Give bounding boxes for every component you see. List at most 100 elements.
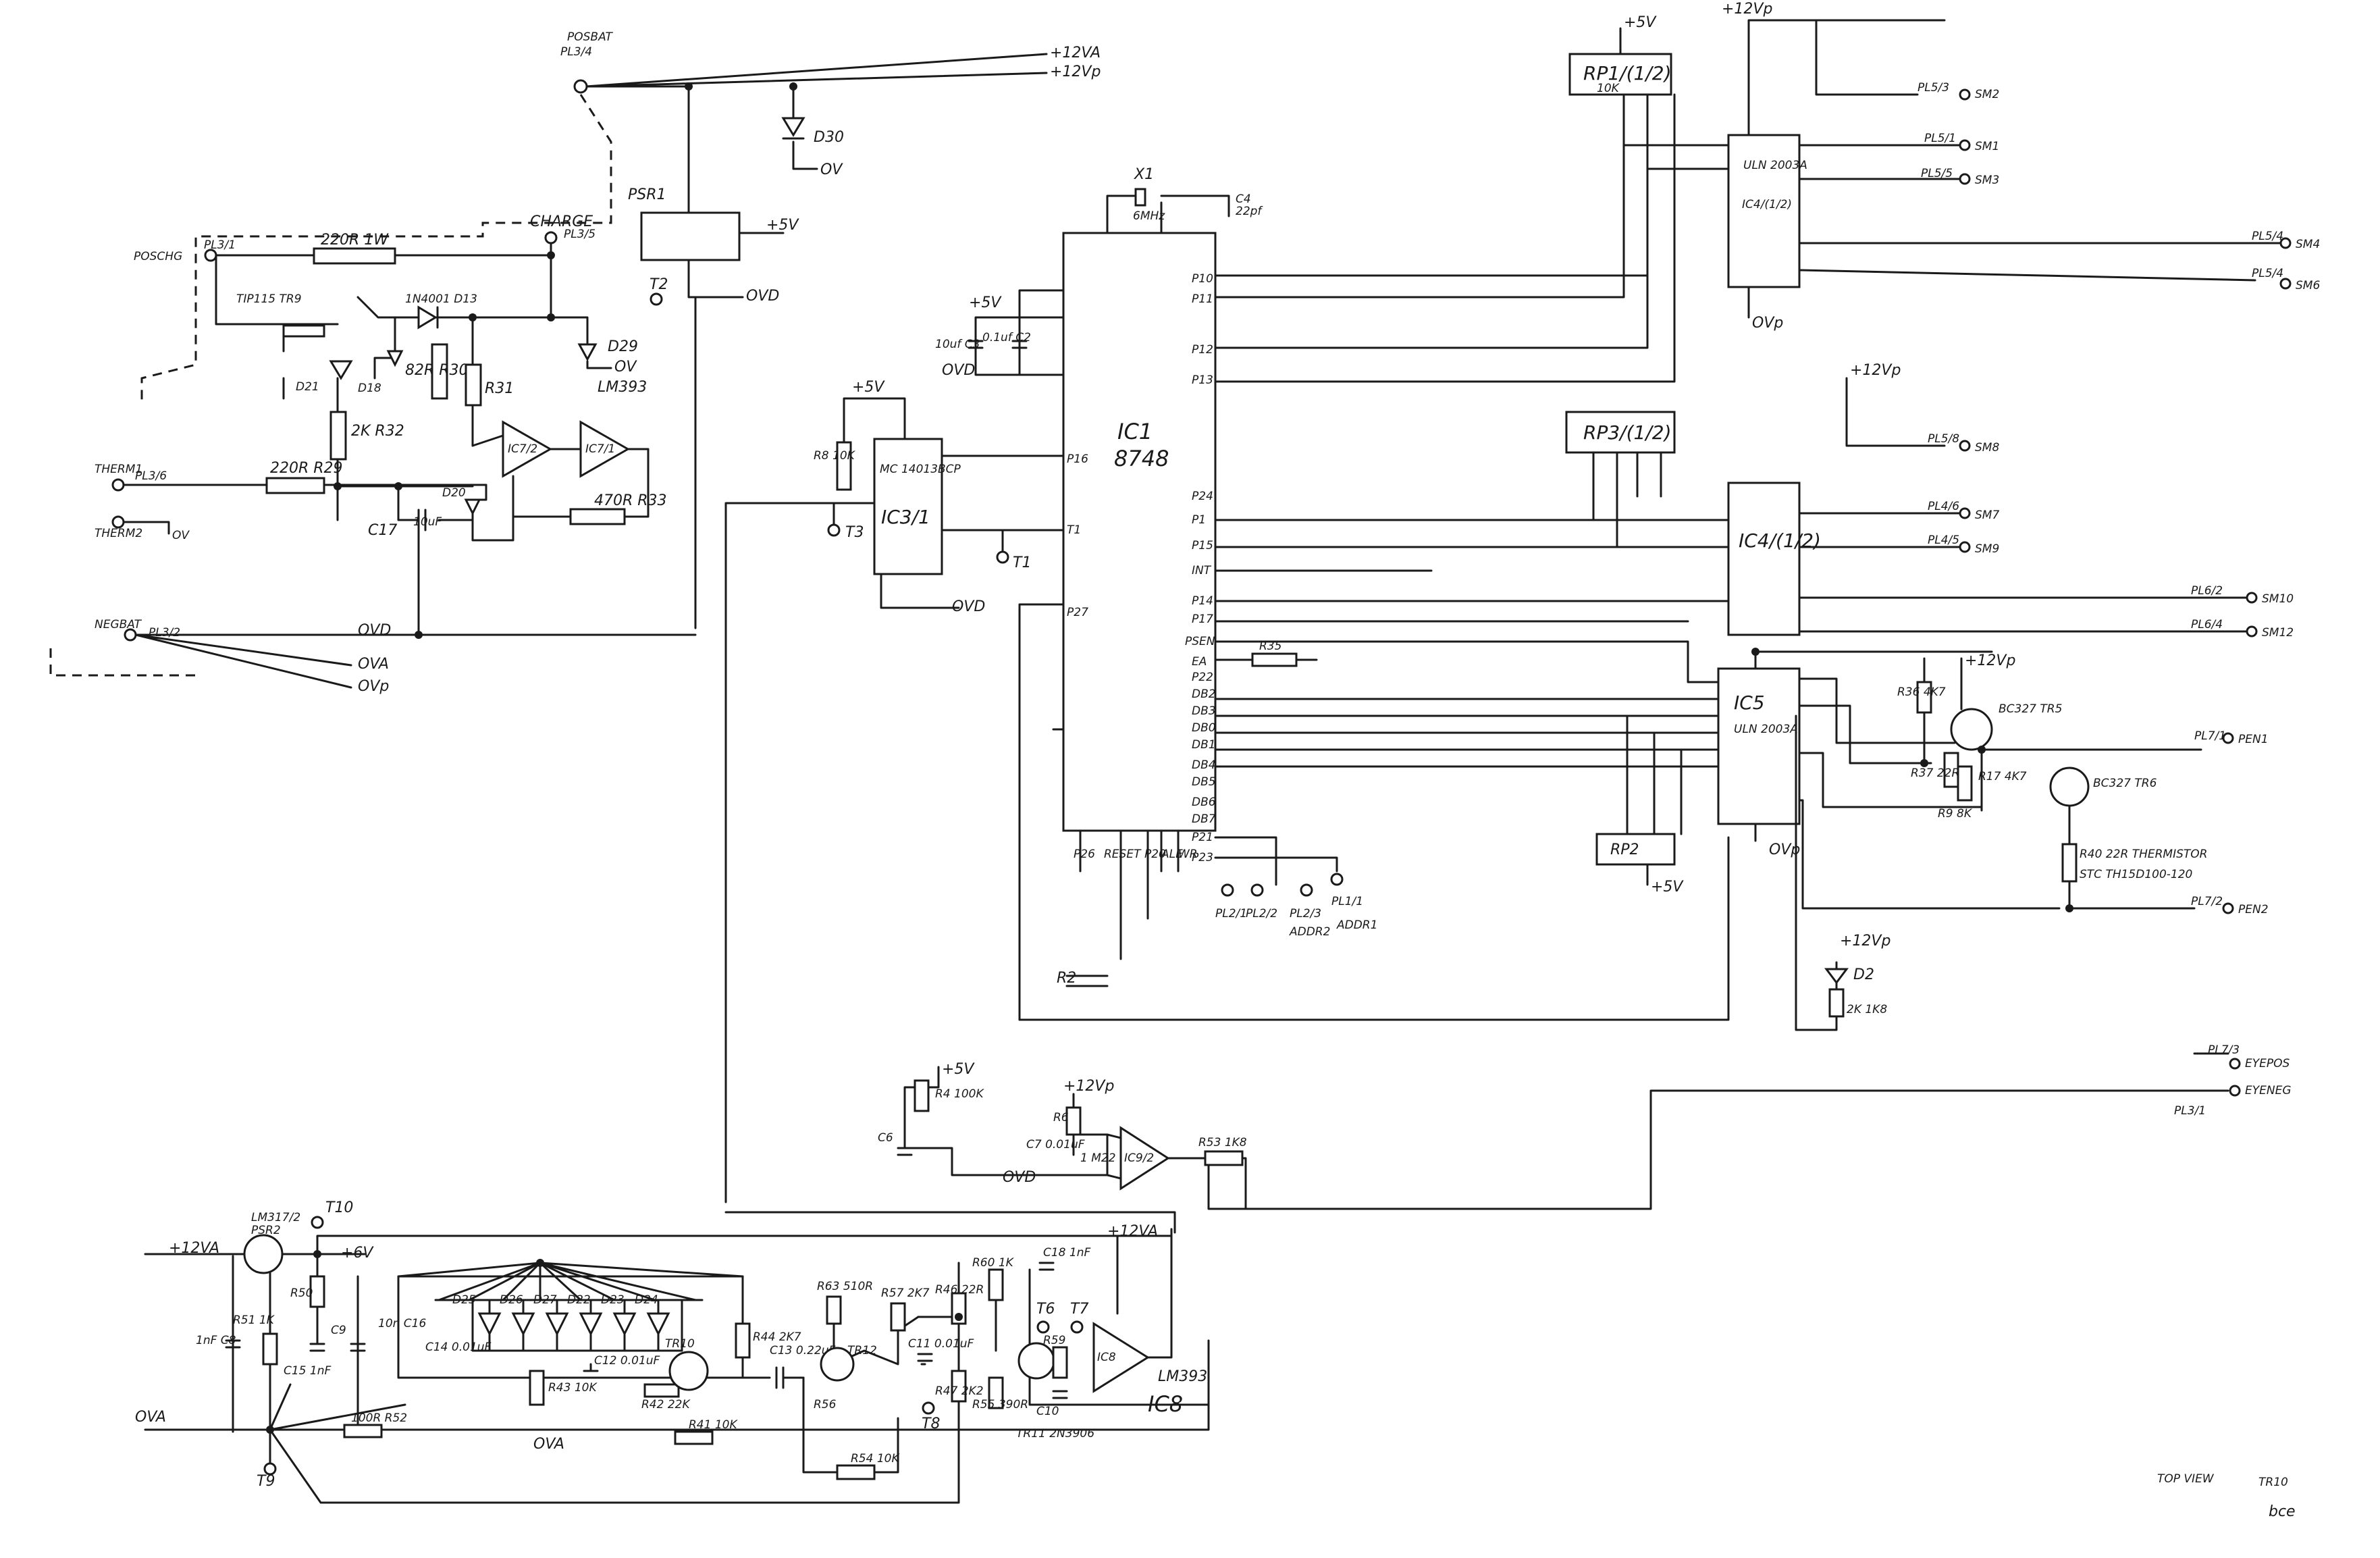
corner-notes: TOP VIEW TR10 bce	[2157, 1472, 2296, 1520]
r63-resistor	[826, 1295, 842, 1325]
c16-label: 10n C16	[378, 1317, 426, 1330]
eyepos-label: EYEPOS	[2245, 1057, 2290, 1070]
eyepos-terminal[interactable]	[2229, 1058, 2241, 1070]
d22-label: D22	[567, 1293, 591, 1307]
d20-diode	[464, 498, 481, 516]
tr6-transistor	[2049, 767, 2090, 807]
d29-ov-label: OV	[614, 359, 637, 375]
r4-label: R4 100K	[935, 1087, 984, 1101]
ic3-5v-label: +5V	[852, 379, 885, 396]
r41-label: R41 10K	[689, 1418, 738, 1432]
pl7-1-label: PL7/1	[2194, 729, 2226, 743]
posbat-label: POSBAT	[567, 30, 613, 44]
posbat-terminal[interactable]	[573, 79, 588, 94]
rp1-label: RP1/(1/2)	[1583, 62, 1672, 84]
t6-test-point[interactable]	[1036, 1320, 1050, 1334]
pen2-terminal[interactable]	[2222, 902, 2234, 914]
sm7-terminal[interactable]	[1959, 507, 1971, 519]
ic1-pin-1: P11	[1192, 292, 1213, 306]
ic4a-12vp-label: +12Vp	[1722, 1, 1772, 18]
therm2-terminal[interactable]	[111, 515, 125, 529]
eyeneg-terminal[interactable]	[2229, 1085, 2241, 1097]
t3-test-point[interactable]	[827, 523, 841, 537]
c17-label: C17	[368, 522, 397, 539]
sm6-terminal[interactable]	[2279, 278, 2292, 290]
r29-resistor	[265, 477, 325, 494]
ic3-flipflop: MC 14013BCP IC3/1 R8 10K T3 +5V T1 OVD	[814, 379, 1065, 615]
therm1-terminal[interactable]	[111, 478, 125, 492]
pl4-6-label: PL4/6	[1928, 500, 1959, 513]
bottom-6v-label: +6V	[341, 1245, 374, 1262]
d20-label: D20	[442, 486, 466, 500]
sm10-label: SM10	[2262, 592, 2294, 606]
sm10-terminal[interactable]	[2246, 592, 2258, 604]
pl5-8-label: PL5/8	[1928, 432, 1959, 446]
sm1-terminal[interactable]	[1959, 139, 1971, 151]
t6-label: T6	[1036, 1301, 1055, 1318]
therm2-ov-label: OV	[172, 529, 190, 542]
r40-thermistor	[2061, 843, 2078, 883]
pl2-3-terminal[interactable]	[1300, 883, 1313, 897]
led-resistor-label: 2K 1K8	[1847, 1003, 1887, 1016]
ic1-pin-23: P16	[1067, 452, 1088, 466]
r54-val: R54 10K	[851, 1452, 900, 1465]
bottom-12va-label: +12VA	[169, 1240, 219, 1257]
d18-diode	[386, 350, 404, 367]
charge-terminal[interactable]	[544, 231, 558, 244]
ic1-pin-11: EA	[1192, 655, 1207, 669]
sm8-terminal[interactable]	[1959, 440, 1971, 452]
r2-label: R2	[1057, 970, 1076, 987]
sm2-terminal[interactable]	[1959, 88, 1971, 101]
power-input-section: POSBAT PL3/4 +12VA +12Vp D30 OV PSR1 +5V…	[560, 30, 1101, 629]
t1-test-point[interactable]	[996, 550, 1009, 564]
t10-test-point[interactable]	[311, 1216, 324, 1229]
d23-diode	[612, 1312, 637, 1336]
ic1-pin-4: P24	[1192, 490, 1213, 503]
ic8-part-label: LM393	[1158, 1368, 1207, 1385]
pl1-1-terminal[interactable]	[1330, 873, 1344, 886]
t8-test-point[interactable]	[922, 1401, 935, 1415]
d27-diode	[545, 1312, 569, 1336]
sm9-terminal[interactable]	[1959, 541, 1971, 553]
ic1-body	[1062, 232, 1217, 832]
sm4-terminal[interactable]	[2279, 237, 2292, 249]
ic1-pin-25: P27	[1067, 606, 1088, 619]
sm3-terminal[interactable]	[1959, 173, 1971, 185]
pl2-3-label: PL2/3	[1290, 907, 1321, 920]
psr1-regulator	[640, 211, 741, 261]
r42-resistor	[643, 1383, 680, 1398]
ic5-pen-driver: IC5 ULN 2003A OVp RP2 +5V R36 4K7 +12Vp …	[1207, 650, 2292, 1210]
c18-label: C18 1nF	[1043, 1246, 1090, 1260]
psr1-5v-label: +5V	[766, 217, 799, 234]
ic8-opamp	[1092, 1322, 1150, 1393]
r63-label: R63 510R	[817, 1280, 873, 1293]
r42-label: R42 22K	[641, 1398, 691, 1411]
pen2-label: PEN2	[2238, 903, 2269, 916]
r33-resistor	[569, 508, 626, 525]
ic3-label: IC3/1	[881, 506, 930, 528]
r41-resistor	[674, 1430, 714, 1445]
d29-label: D29	[608, 338, 638, 355]
t9-test-point[interactable]	[263, 1462, 277, 1476]
r59-resistor	[1052, 1346, 1068, 1379]
t7-test-point[interactable]	[1070, 1320, 1084, 1334]
sm1-label: SM1	[1975, 140, 1999, 153]
sm12-terminal[interactable]	[2246, 625, 2258, 638]
ic1-pin-p26: P26	[1074, 848, 1095, 861]
pen1-terminal[interactable]	[2222, 732, 2234, 744]
r47-resistor	[951, 1370, 967, 1403]
pl6-2-label: PL6/2	[2191, 584, 2223, 598]
t2-test-point[interactable]	[650, 292, 663, 306]
addr1-label: ADDR1	[1336, 918, 1377, 932]
t7-label: T7	[1070, 1301, 1088, 1318]
pl2-1-terminal[interactable]	[1221, 883, 1234, 897]
tr10-transistor	[668, 1351, 709, 1391]
pl2-2-terminal[interactable]	[1250, 883, 1264, 897]
c2-label: 0.1uf C2	[982, 331, 1031, 344]
negbat-ova-label: OVA	[358, 656, 389, 673]
ic1-pin-13: DB2	[1192, 687, 1216, 701]
eyeneg-label: EYENEG	[2245, 1084, 2292, 1097]
d26-diode	[511, 1312, 535, 1336]
psr2-regulator	[243, 1234, 284, 1274]
